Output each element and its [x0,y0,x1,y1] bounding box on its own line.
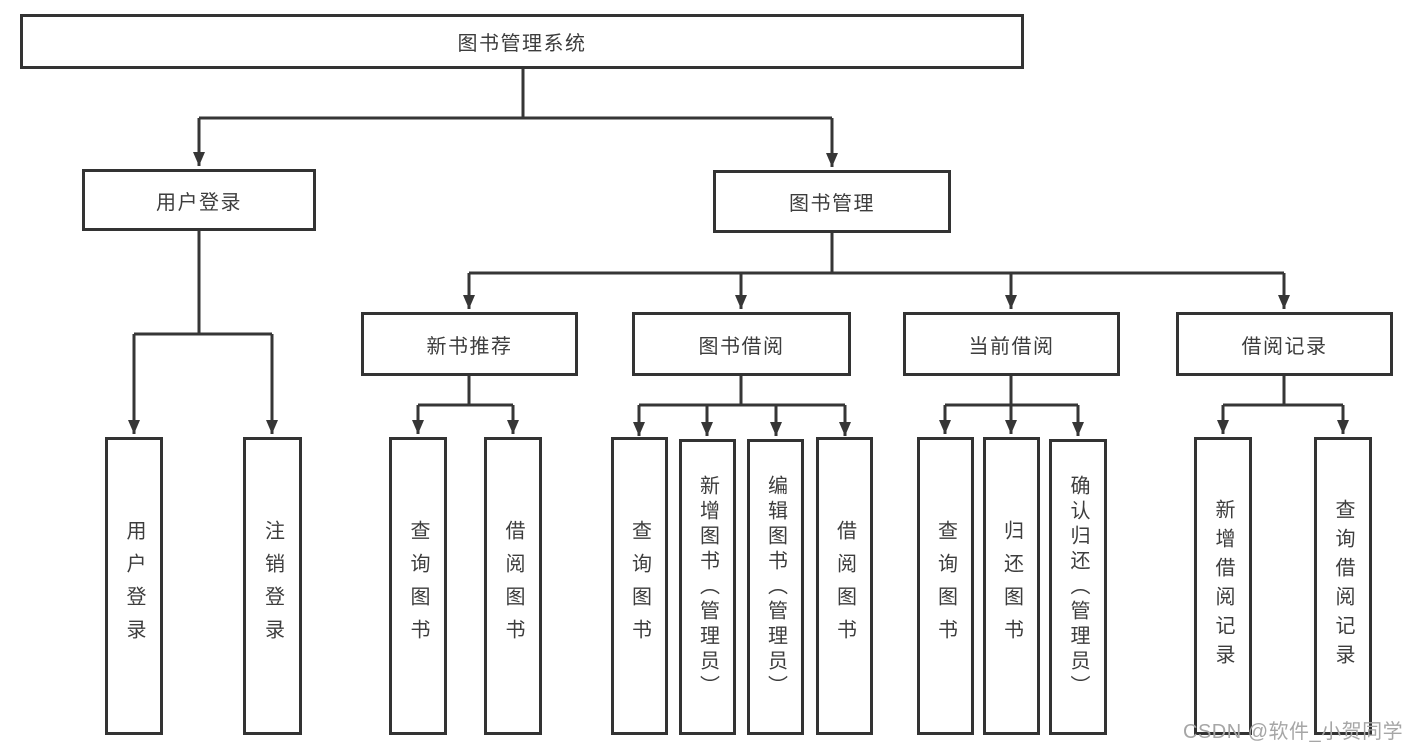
leaf-add-borrow-record-label: 新增借阅记录 [1212,499,1234,673]
leaf-add-books-admin: 新增图书（管理员） [679,439,736,735]
leaf-query-books-current-label: 查询图书 [934,520,957,652]
leaf-return-books: 归还图书 [983,437,1040,735]
node-current-borrowing: 当前借阅 [903,312,1120,376]
leaf-logout-label: 注销登录 [261,520,284,652]
leaf-user-login-label: 用户登录 [123,520,145,652]
leaf-borrow-books-borrowing: 借阅图书 [816,437,873,735]
csdn-watermark: CSDN @软件_小贺同学 [1183,721,1404,743]
leaf-edit-books-admin: 编辑图书（管理员） [747,439,804,735]
leaf-user-login: 用户登录 [105,437,163,735]
leaf-logout: 注销登录 [243,437,302,735]
leaf-query-borrow-record: 查询借阅记录 [1314,437,1372,735]
leaf-edit-books-admin-label: 编辑图书（管理员） [764,474,787,700]
node-root-system: 图书管理系统 [20,14,1024,69]
leaf-confirm-return-admin: 确认归还（管理员） [1049,439,1107,735]
leaf-add-borrow-record: 新增借阅记录 [1194,437,1252,735]
leaf-return-books-label: 归还图书 [1000,520,1023,652]
node-new-book-recommend: 新书推荐 [361,312,578,376]
leaf-confirm-return-admin-label: 确认归还（管理员） [1067,474,1089,700]
tree-connector-lines [128,69,1349,436]
leaf-query-books-recommend: 查询图书 [389,437,447,735]
leaf-query-borrow-record-label: 查询借阅记录 [1332,499,1354,673]
node-book-borrowing: 图书借阅 [632,312,851,376]
arrow-lines [128,118,1349,436]
node-book-management: 图书管理 [713,170,951,233]
leaf-query-books-borrowing: 查询图书 [611,437,668,735]
node-borrowing-records: 借阅记录 [1176,312,1393,376]
leaf-query-books-borrowing-label: 查询图书 [628,520,651,652]
leaf-query-books-recommend-label: 查询图书 [407,520,429,652]
leaf-borrow-books-borrowing-label: 借阅图书 [833,520,856,652]
leaf-borrow-books-recommend-label: 借阅图书 [502,520,524,652]
leaf-query-books-current: 查询图书 [917,437,974,735]
leaf-add-books-admin-label: 新增图书（管理员） [696,474,719,700]
leaf-borrow-books-recommend: 借阅图书 [484,437,542,735]
node-user-login: 用户登录 [82,169,316,231]
